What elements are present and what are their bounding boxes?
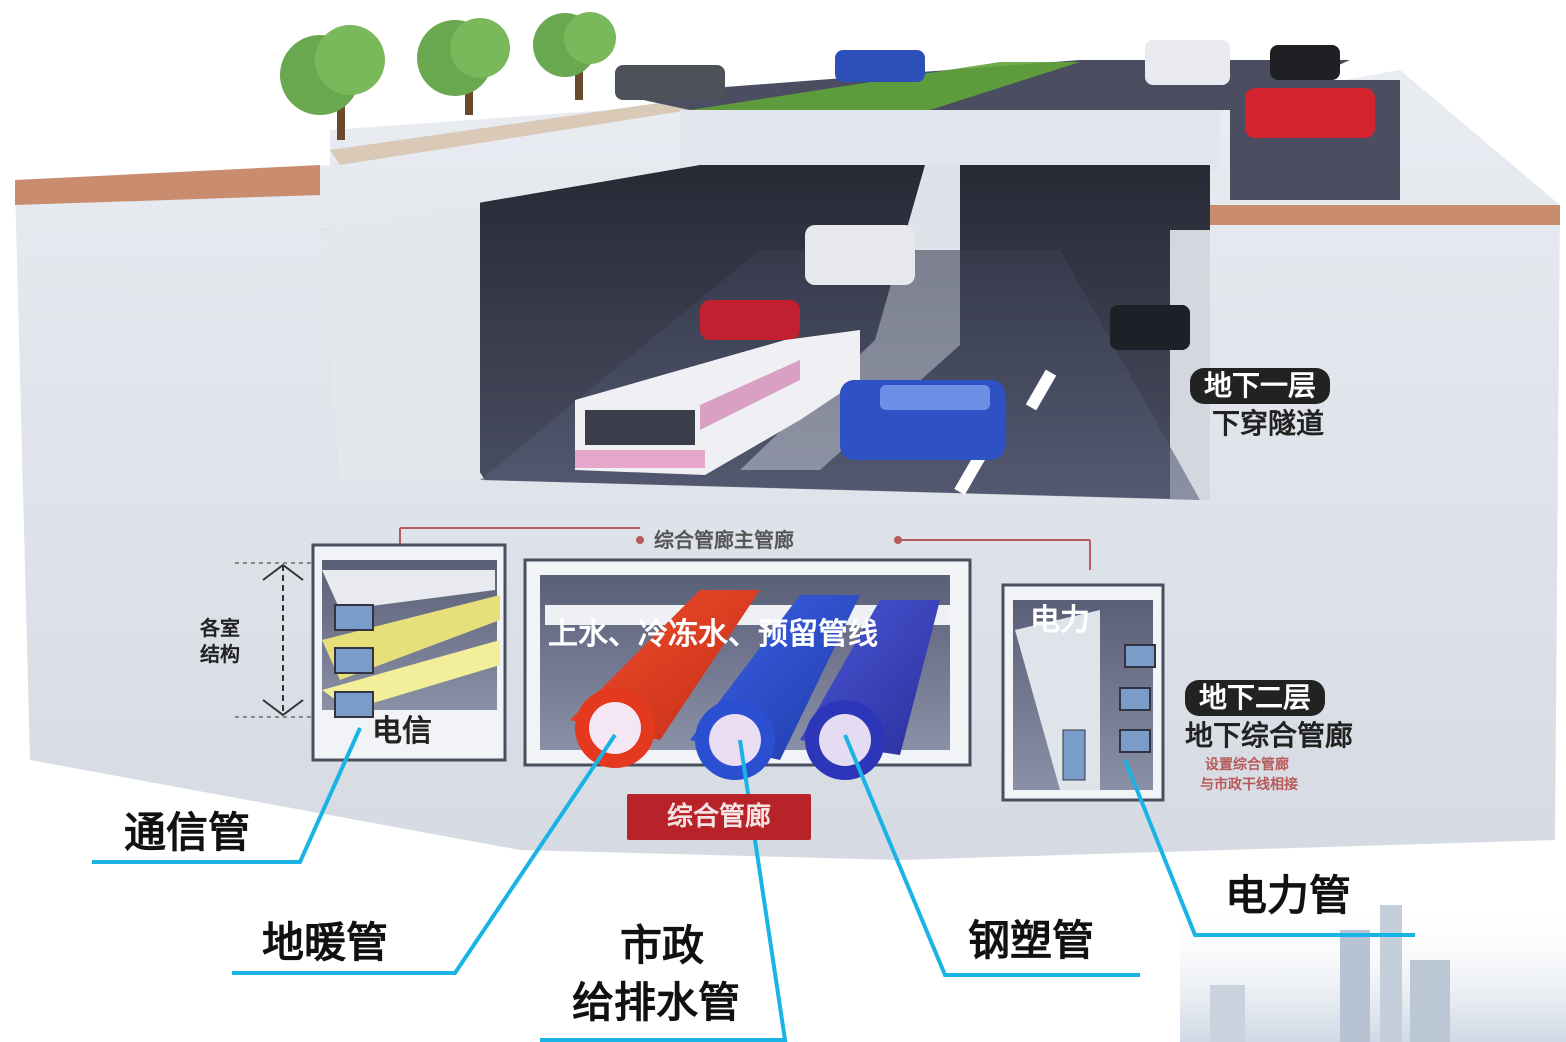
right-sidewalk [1180, 205, 1560, 225]
telecom-compartment [311, 543, 507, 762]
level-two-sub: 地下综合管廊 [1185, 719, 1354, 752]
callout-steel-plastic-pipe: 钢塑管 [968, 916, 1095, 965]
power-compartment-label: 电力 [1030, 603, 1090, 638]
car [700, 300, 800, 340]
power-compartment [1001, 583, 1165, 802]
car [835, 50, 925, 82]
callout-lines [92, 727, 1415, 1042]
level-two-note-line1: 设置综合管廊 [1205, 757, 1289, 773]
car [1110, 305, 1190, 350]
level-one-sub: 下穿隧道 [1212, 407, 1325, 440]
bridge-deck [680, 110, 1220, 170]
level-two-note-line2: 与市政干线相接 [1200, 777, 1298, 793]
callout-power-pipe: 电力管 [1225, 871, 1352, 920]
bus [575, 330, 860, 475]
level-two-badge: 地下二层 [1185, 680, 1326, 716]
car [615, 65, 725, 100]
car [1145, 40, 1230, 85]
callout-municipal-line1: 市政 [620, 921, 705, 970]
callout-telecom-pipe: 通信管 [124, 808, 251, 857]
chamber-label-line1: 各室 [200, 616, 240, 640]
level-one-badge: 地下一层 [1190, 368, 1331, 404]
chamber-label-line2: 结构 [200, 642, 240, 666]
van [805, 225, 915, 285]
car [1270, 45, 1340, 80]
car [1245, 88, 1375, 138]
telecom-compartment-label: 电信 [372, 714, 432, 749]
main-corridor-label: 综合管廊主管廊 [654, 528, 794, 552]
callout-heating-pipe: 地暖管 [262, 918, 389, 967]
water-compartment-label: 上水、冷冻水、预留管线 [548, 617, 878, 652]
trees [280, 12, 616, 140]
water-compartment [523, 558, 972, 780]
left-sidewalk [15, 165, 320, 205]
utility-corridor-tag: 综合管廊 [627, 794, 812, 840]
blue-suv [840, 380, 1005, 460]
callout-municipal-line2: 给排水管 [572, 978, 741, 1027]
